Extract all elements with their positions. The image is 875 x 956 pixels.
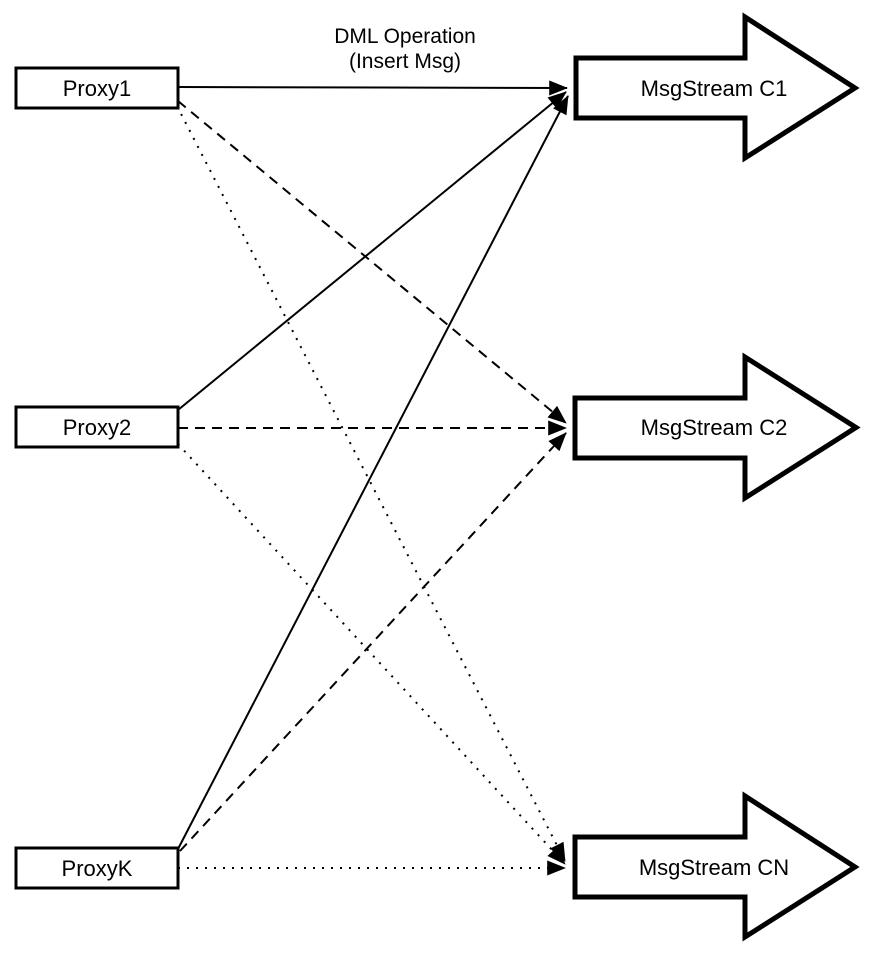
proxy2-label: Proxy2 <box>63 415 131 440</box>
msgstream-cn-node: MsgStream CN <box>572 791 860 942</box>
connector-proxyk-c1-solid <box>177 95 569 850</box>
msgstream-c2-arrow <box>572 352 861 503</box>
proxy1-node: Proxy1 <box>14 66 180 110</box>
connector-proxy1-c1-solid <box>177 80 568 96</box>
proxy1-label: Proxy1 <box>63 76 131 101</box>
proxy1-box <box>14 66 180 110</box>
proxyk-box <box>14 846 180 890</box>
diagram-title-line1: DML Operation <box>334 25 476 48</box>
msgstream-c2-node: MsgStream C2 <box>572 352 861 503</box>
msgstream-c2-label: MsgStream C2 <box>641 415 788 440</box>
msgstream-c1-node: MsgStream C1 <box>573 12 860 163</box>
diagram-title-line2: (Insert Msg) <box>349 50 461 73</box>
proxyk-node: ProxyK <box>14 846 180 890</box>
proxy2-node: Proxy2 <box>14 405 180 449</box>
proxy2-box <box>14 405 180 449</box>
connector-proxy1-c2-dashed <box>177 100 567 424</box>
msgstream-c1-arrow <box>573 12 860 163</box>
proxyk-label: ProxyK <box>62 856 133 881</box>
msgstream-cn-label: MsgStream CN <box>639 855 789 880</box>
connector-proxy2-cn-dotted <box>177 443 566 865</box>
msgstream-cn-arrow <box>572 791 860 942</box>
msgstream-c1-label: MsgStream C1 <box>641 76 788 101</box>
connector-proxy1-cn-dotted <box>176 105 566 862</box>
connector-proxyk-c2-dashed <box>179 432 567 852</box>
connector-proxy2-c1-solid <box>177 91 567 411</box>
